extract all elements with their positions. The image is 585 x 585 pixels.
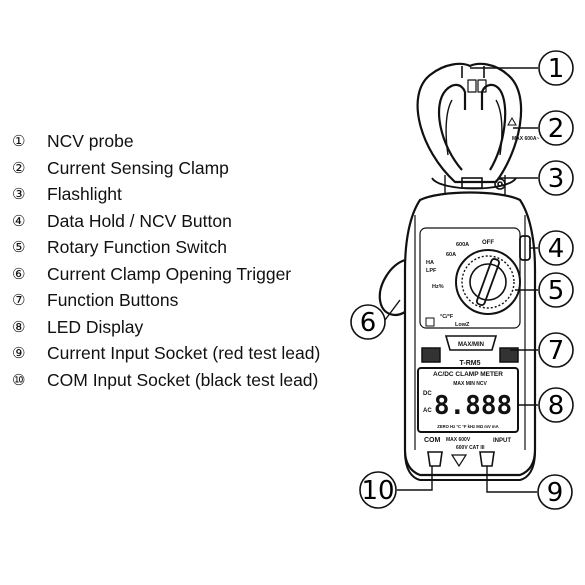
legend-label: Flashlight bbox=[47, 184, 122, 204]
callout-10: 10 bbox=[359, 471, 397, 509]
legend-item-current-input-socket: ⑨ Current Input Socket (red test lead) bbox=[12, 340, 332, 367]
svg-text:1: 1 bbox=[548, 54, 565, 84]
legend-label: Current Clamp Opening Trigger bbox=[47, 263, 292, 284]
dial-lowz-label: LowZ bbox=[455, 322, 470, 328]
svg-text:7: 7 bbox=[548, 336, 565, 366]
legend-number: ② bbox=[12, 158, 26, 177]
square-icon bbox=[425, 317, 435, 327]
svg-text:3: 3 bbox=[548, 164, 565, 194]
callout-4: 4 bbox=[538, 230, 574, 266]
svg-text:2: 2 bbox=[548, 114, 565, 144]
input-socket[interactable] bbox=[479, 451, 495, 467]
rating-line1: MAX 600V bbox=[446, 437, 471, 443]
legend-label: Function Buttons bbox=[47, 290, 179, 310]
clamp-rating-text: MAX 600A~ bbox=[512, 136, 539, 142]
legend-number: ⑩ bbox=[12, 370, 26, 389]
function-button-right[interactable] bbox=[499, 347, 519, 363]
legend-item-current-sensing-clamp: ② Current Sensing Clamp bbox=[12, 155, 332, 182]
dial-60a-label: 60A bbox=[446, 252, 456, 258]
legend-number: ⑨ bbox=[12, 344, 26, 362]
legend-label: Rotary Function Switch bbox=[47, 237, 227, 257]
model-label: T-RM5 bbox=[460, 360, 481, 367]
legend-number: ⑥ bbox=[12, 264, 26, 283]
legend-item-function-buttons: ⑦ Function Buttons bbox=[12, 287, 332, 314]
callout-5: 5 bbox=[538, 272, 574, 308]
legend-number: ⑤ bbox=[12, 238, 26, 256]
legend-number: ⑦ bbox=[12, 291, 26, 309]
display-dc-label: DC bbox=[423, 391, 432, 397]
display-status-row: MAX MIN NCV bbox=[453, 381, 487, 387]
rating-line2: 600V CAT III bbox=[456, 445, 485, 451]
display-digits: 8.888 bbox=[434, 391, 512, 421]
callout-1: 1 bbox=[538, 50, 574, 86]
legend-number: ① bbox=[12, 132, 26, 150]
legend-number: ③ bbox=[12, 185, 26, 203]
callout-8: 8 bbox=[538, 387, 574, 423]
dial-lpf-label: LPF bbox=[426, 268, 437, 274]
callout-6: 6 bbox=[350, 304, 386, 340]
display-ac-label: AC bbox=[423, 408, 432, 414]
legend-item-clamp-opening-trigger: ⑥ Current Clamp Opening Trigger bbox=[12, 261, 332, 288]
svg-text:4: 4 bbox=[548, 234, 565, 264]
dial-off-label: OFF bbox=[482, 240, 494, 246]
input-label: INPUT bbox=[493, 438, 511, 444]
clamp-trigger[interactable] bbox=[378, 258, 406, 316]
legend-item-flashlight: ③ Flashlight bbox=[12, 181, 332, 208]
dial-ha-label: HA bbox=[426, 260, 434, 266]
display-bottom-row: ZERO Hz °C °F kHz MΩ mV mA bbox=[437, 424, 498, 429]
svg-text:10: 10 bbox=[361, 476, 394, 506]
callout-3: 3 bbox=[538, 160, 574, 196]
component-legend: ① NCV probe ② Current Sensing Clamp ③ Fl… bbox=[12, 128, 332, 393]
legend-label: Current Sensing Clamp bbox=[47, 157, 229, 178]
legend-item-com-input-socket: ⑩ COM Input Socket (black test lead) bbox=[12, 367, 332, 394]
callout-9: 9 bbox=[537, 474, 573, 510]
current-sensing-clamp bbox=[416, 62, 523, 195]
legend-item-ncv-probe: ① NCV probe bbox=[12, 128, 332, 155]
svg-text:6: 6 bbox=[360, 308, 377, 338]
display-header: AC/DC CLAMP METER bbox=[433, 371, 503, 378]
warning-triangle-icon bbox=[507, 116, 517, 126]
legend-label: Data Hold / NCV Button bbox=[47, 210, 232, 231]
rotary-function-switch[interactable] bbox=[455, 249, 521, 315]
dial-600a-label: 600A bbox=[456, 242, 469, 248]
com-socket[interactable] bbox=[427, 451, 443, 467]
legend-label: Current Input Socket (red test lead) bbox=[47, 343, 321, 363]
com-label: COM bbox=[424, 437, 441, 444]
legend-label: NCV probe bbox=[47, 131, 134, 151]
flashlight bbox=[461, 177, 506, 190]
legend-number: ④ bbox=[12, 211, 26, 230]
dial-temp-label: °C/°F bbox=[440, 314, 454, 320]
function-button-left[interactable] bbox=[421, 347, 441, 363]
legend-item-led-display: ⑧ LED Display bbox=[12, 314, 332, 341]
legend-label: COM Input Socket (black test lead) bbox=[47, 369, 319, 390]
legend-label: LED Display bbox=[47, 316, 144, 337]
svg-text:9: 9 bbox=[547, 478, 564, 508]
function-buttons bbox=[421, 335, 519, 363]
maxmin-button[interactable] bbox=[444, 335, 498, 351]
callout-7: 7 bbox=[538, 332, 574, 368]
svg-text:5: 5 bbox=[548, 276, 565, 306]
callout-2: 2 bbox=[538, 110, 574, 146]
maxmin-button-label: MAX/MIN bbox=[458, 342, 484, 348]
led-display: AC/DC CLAMP METER MAX MIN NCV DC AC 8.88… bbox=[417, 367, 519, 433]
legend-item-rotary-function-switch: ⑤ Rotary Function Switch bbox=[12, 234, 332, 261]
warning-triangle-icon bbox=[450, 454, 468, 468]
legend-number: ⑧ bbox=[12, 317, 26, 336]
legend-item-data-hold-ncv-button: ④ Data Hold / NCV Button bbox=[12, 208, 332, 235]
leader-lines bbox=[384, 67, 538, 493]
dial-hz-label: Hz% bbox=[432, 284, 444, 290]
meter-body bbox=[403, 191, 537, 477]
svg-text:8: 8 bbox=[548, 391, 565, 421]
